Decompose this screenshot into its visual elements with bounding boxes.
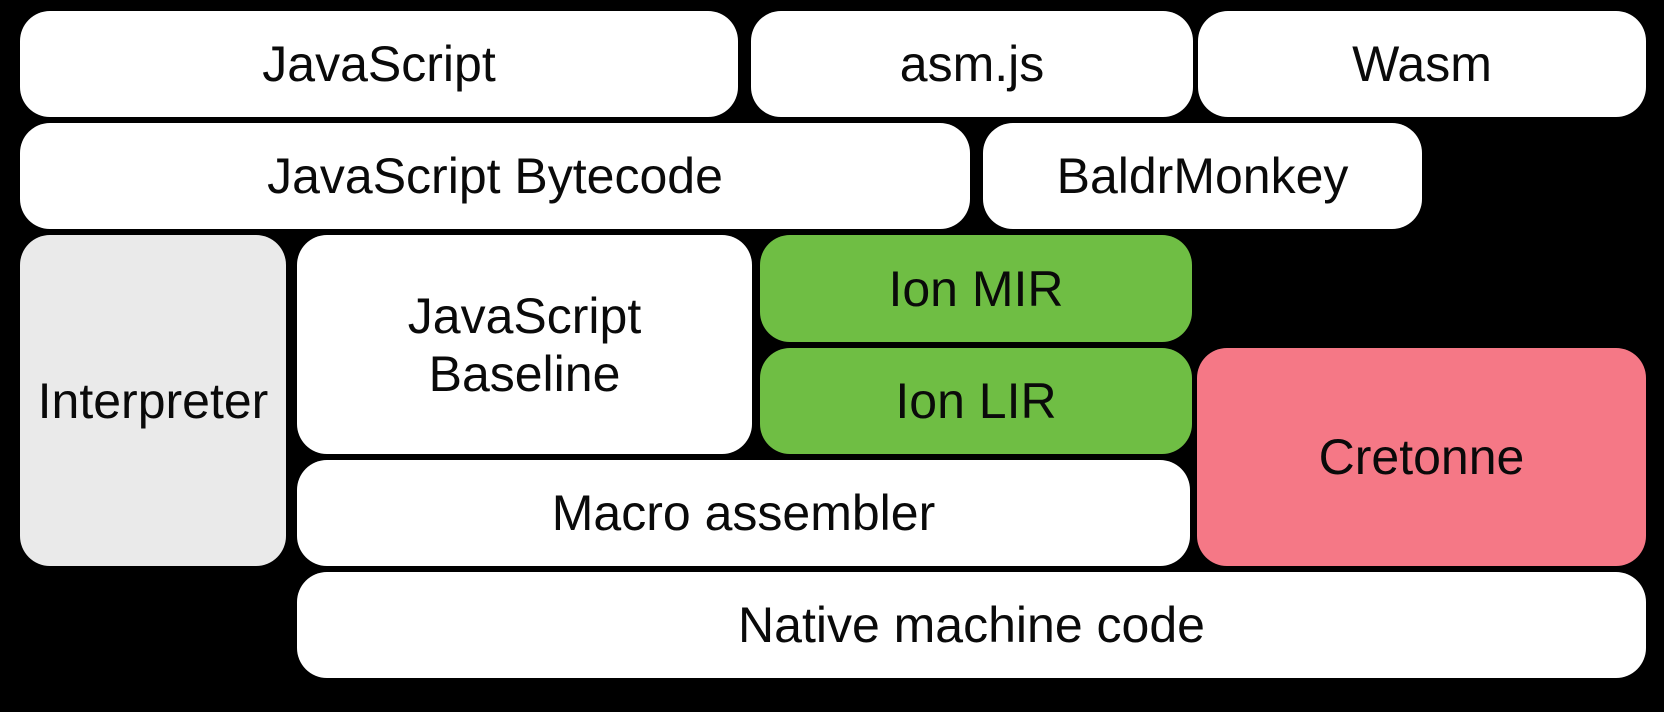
node-ion-mir: Ion MIR <box>760 235 1192 342</box>
node-cretonne: Cretonne <box>1197 348 1646 566</box>
node-ion-lir: Ion LIR <box>760 348 1192 454</box>
node-label: BaldrMonkey <box>1056 148 1349 204</box>
node-label: JavaScript <box>262 36 496 92</box>
node-native-machine-code: Native machine code <box>297 572 1646 678</box>
node-label: Wasm <box>1352 36 1492 92</box>
node-javascript-baseline: JavaScript Baseline <box>297 235 752 454</box>
node-baldrmonkey: BaldrMonkey <box>983 123 1422 229</box>
node-label: asm.js <box>899 36 1045 92</box>
node-macro-assembler: Macro assembler <box>297 460 1190 566</box>
node-label: Interpreter <box>37 372 269 429</box>
node-label: Ion MIR <box>888 260 1064 317</box>
node-label: Ion LIR <box>895 373 1057 429</box>
node-label: Native machine code <box>738 597 1205 653</box>
node-label: Cretonne <box>1318 429 1525 485</box>
node-label: Macro assembler <box>551 485 936 541</box>
node-interpreter: Interpreter <box>20 235 286 566</box>
node-label: JavaScript Bytecode <box>267 148 723 204</box>
node-wasm: Wasm <box>1198 11 1646 117</box>
node-javascript-bytecode: JavaScript Bytecode <box>20 123 970 229</box>
node-label: JavaScript Baseline <box>407 287 642 402</box>
node-javascript: JavaScript <box>20 11 738 117</box>
node-asmjs: asm.js <box>751 11 1193 117</box>
